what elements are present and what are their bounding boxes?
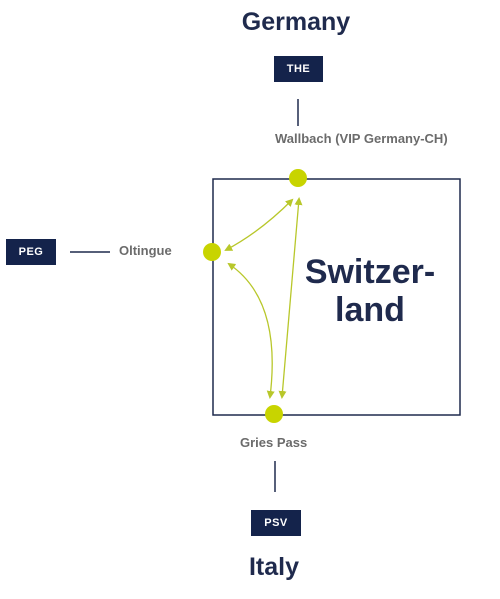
code-box-south: PSV — [251, 510, 301, 536]
code-box-west: PEG — [6, 239, 56, 265]
switzerland-border — [212, 178, 461, 416]
flow-arrow-north-west — [224, 198, 294, 251]
flow-arrow-north-south — [278, 197, 303, 399]
node-oltingue — [203, 243, 221, 261]
node-wallbach — [289, 169, 307, 187]
country-label-italy: Italy — [248, 553, 300, 581]
region-title-switzerland: Switzer- land — [285, 253, 455, 329]
point-label-wallbach: Wallbach (VIP Germany-CH) — [275, 131, 448, 146]
point-label-oltingue: Oltingue — [119, 243, 172, 258]
country-label-germany: Germany — [241, 8, 351, 36]
code-box-north: THE — [274, 56, 323, 82]
node-gries-pass — [265, 405, 283, 423]
region-title-line-2: land — [335, 291, 405, 329]
point-label-gries-pass: Gries Pass — [240, 435, 308, 450]
flow-arrow-west-south — [227, 262, 275, 399]
region-title-line-1: Switzer- — [304, 253, 436, 291]
